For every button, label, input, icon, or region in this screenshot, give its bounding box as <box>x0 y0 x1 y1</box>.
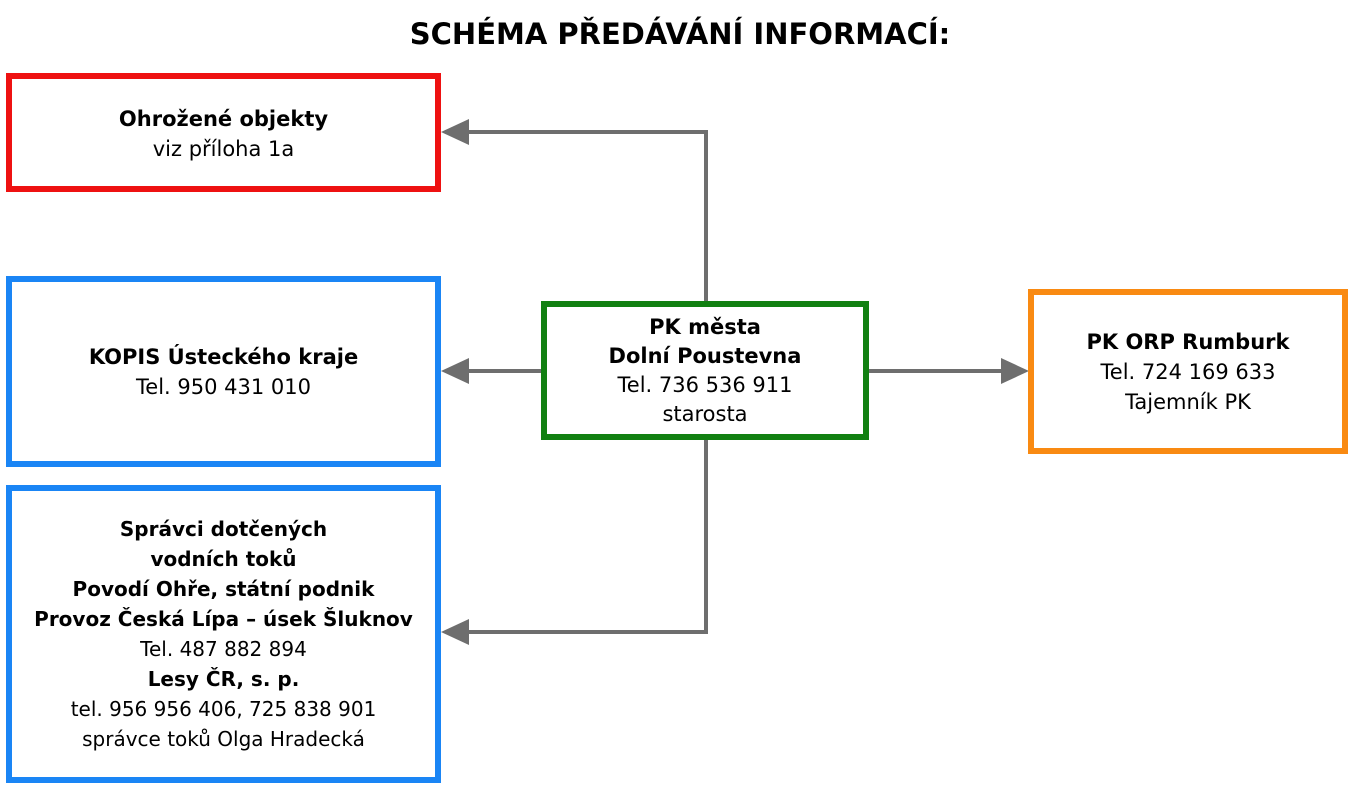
water-managers-line2: vodních toků <box>150 547 297 571</box>
central-phone: Tel. 736 536 911 <box>617 372 793 397</box>
orp-rumburk-box: PK ORP Rumburk Tel. 724 169 633 Tajemník… <box>1028 289 1348 454</box>
kopis-name: KOPIS Ústeckého kraje <box>88 344 359 369</box>
water-managers-line7: tel. 956 956 406, 725 838 901 <box>70 697 377 721</box>
arrowhead-kopis <box>441 358 469 384</box>
arrowhead-water <box>441 619 469 645</box>
diagram-title: SCHÉMA PŘEDÁVÁNÍ INFORMACÍ: <box>409 17 951 51</box>
arrow-to-threatened <box>445 130 708 301</box>
threatened-objects-detail: viz příloha 1a <box>152 137 295 161</box>
central-crisis-staff-box: PK města Dolní Poustevna Tel. 736 536 91… <box>541 301 869 440</box>
water-managers-line5: Tel. 487 882 894 <box>140 637 307 661</box>
arrow-to-water <box>468 440 708 634</box>
water-managers-line4: Provoz Česká Lípa – úsek Šluknov <box>34 607 413 631</box>
orp-name: PK ORP Rumburk <box>1086 329 1290 354</box>
orp-phone: Tel. 724 169 633 <box>1100 359 1276 384</box>
central-name-line2: Dolní Poustevna <box>608 343 802 368</box>
arrowhead-orp <box>1001 358 1029 384</box>
kopis-box: KOPIS Ústeckého kraje Tel. 950 431 010 <box>6 276 441 467</box>
water-managers-line8: správce toků Olga Hradecká <box>82 727 365 751</box>
water-managers-line1: Správci dotčených <box>119 517 328 541</box>
threatened-objects-box: Ohrožené objekty viz příloha 1a <box>6 73 441 192</box>
water-managers-line3: Povodí Ohře, státní podnik <box>72 577 375 601</box>
central-role: starosta <box>662 401 748 426</box>
water-managers-box: Správci dotčených vodních toků Povodí Oh… <box>6 485 441 783</box>
water-managers-line6: Lesy ČR, s. p. <box>147 667 300 691</box>
central-name-line1: PK města <box>649 314 761 339</box>
threatened-objects-name: Ohrožené objekty <box>118 107 329 131</box>
orp-role: Tajemník PK <box>1125 389 1251 414</box>
arrowhead-threatened <box>441 119 469 145</box>
kopis-phone: Tel. 950 431 010 <box>136 374 311 399</box>
